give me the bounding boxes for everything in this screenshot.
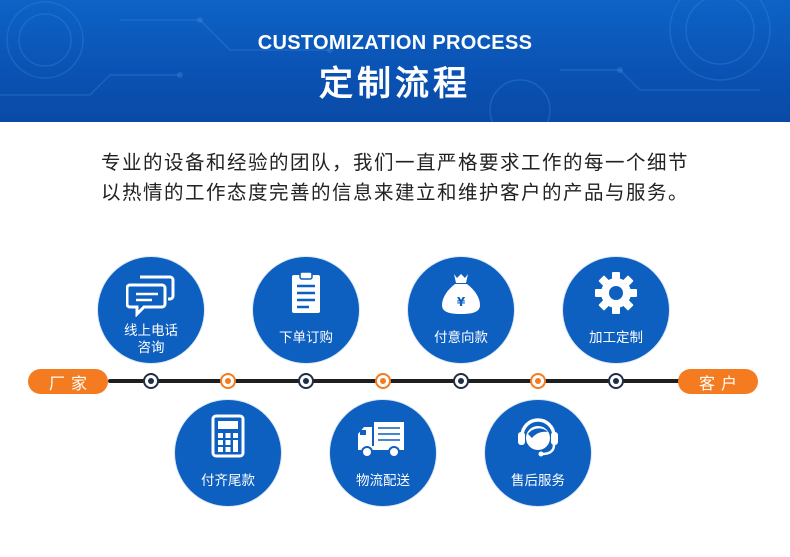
step-order[interactable]: 下单订购 bbox=[253, 257, 359, 363]
timeline-node-deposit bbox=[453, 373, 469, 389]
step-balance-label: 付齐尾款 bbox=[201, 473, 255, 489]
step-deposit[interactable]: ¥ 付意向款 bbox=[408, 257, 514, 363]
timeline-node-balance bbox=[220, 373, 236, 389]
banner-title-en: CUSTOMIZATION PROCESS bbox=[257, 32, 533, 54]
timeline-node-custom bbox=[608, 373, 624, 389]
start-label-manufacturer: 厂家 bbox=[28, 369, 108, 394]
step-consult[interactable]: 线上电话 咨询 bbox=[98, 257, 204, 363]
timeline-node-order bbox=[298, 373, 314, 389]
description-line-2: 以热情的工作态度完善的信息来建立和维护客户的产品与服务。 bbox=[100, 181, 689, 204]
step-custom[interactable]: 加工定制 bbox=[563, 257, 669, 363]
timeline-node-aftersales bbox=[530, 373, 546, 389]
step-logistics-label: 物流配送 bbox=[356, 473, 410, 489]
money-bag-icon: ¥ bbox=[442, 274, 480, 314]
banner-title-cn: 定制流程 bbox=[319, 64, 471, 104]
step-aftersales-label: 售后服务 bbox=[511, 473, 565, 489]
headset-icon bbox=[518, 418, 558, 457]
step-balance[interactable]: 付齐尾款 bbox=[175, 400, 281, 506]
gear-icon bbox=[595, 272, 637, 314]
step-order-label: 下单订购 bbox=[279, 330, 333, 346]
truck-icon bbox=[358, 422, 404, 458]
step-deposit-label: 付意向款 bbox=[434, 330, 488, 346]
timeline-node-consult bbox=[143, 373, 159, 389]
header-banner: CUSTOMIZATION PROCESS 定制流程 bbox=[0, 0, 790, 122]
clipboard-icon bbox=[292, 271, 320, 313]
step-consult-label-1: 线上电话 bbox=[124, 323, 178, 339]
step-custom-label: 加工定制 bbox=[589, 330, 643, 346]
tech-background-decoration bbox=[0, 0, 771, 122]
step-aftersales[interactable]: 售后服务 bbox=[485, 400, 591, 506]
calculator-icon bbox=[211, 414, 245, 458]
svg-text:¥: ¥ bbox=[457, 295, 466, 309]
end-label-customer: 客户 bbox=[678, 369, 758, 394]
chat-icon bbox=[126, 275, 175, 317]
step-logistics[interactable]: 物流配送 bbox=[330, 400, 436, 506]
process-timeline bbox=[108, 379, 688, 383]
timeline-node-logistics bbox=[375, 373, 391, 389]
step-consult-label-2: 咨询 bbox=[137, 340, 165, 356]
description-line-1: 专业的设备和经验的团队，我们一直严格要求工作的每一个细节 bbox=[100, 151, 689, 174]
